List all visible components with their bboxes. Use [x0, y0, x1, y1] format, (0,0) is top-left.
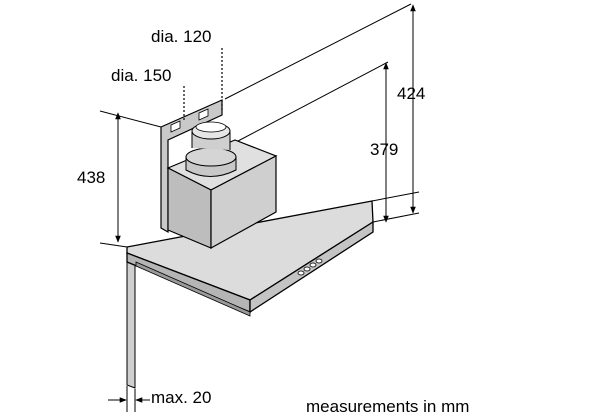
diameter-leaders	[183, 48, 223, 122]
dimension-max-20: max. 20	[108, 386, 211, 412]
control-buttons	[297, 258, 323, 276]
dia-120-label: dia. 120	[151, 27, 212, 46]
wall-plane	[126, 252, 136, 389]
dimension-379: 379	[370, 62, 398, 223]
exhaust-collar	[185, 121, 237, 177]
dimension-438: 438	[77, 112, 121, 243]
units-note: measurements in mm	[306, 397, 469, 415]
dimension-379-label: 379	[370, 140, 398, 159]
dimension-424: 424	[397, 4, 425, 214]
dimension-424-label: 424	[397, 84, 425, 103]
dimension-438-label: 438	[77, 168, 105, 187]
max-20-label: max. 20	[151, 388, 211, 407]
dia-150-label: dia. 150	[111, 66, 172, 85]
extension-lines	[99, 3, 420, 248]
